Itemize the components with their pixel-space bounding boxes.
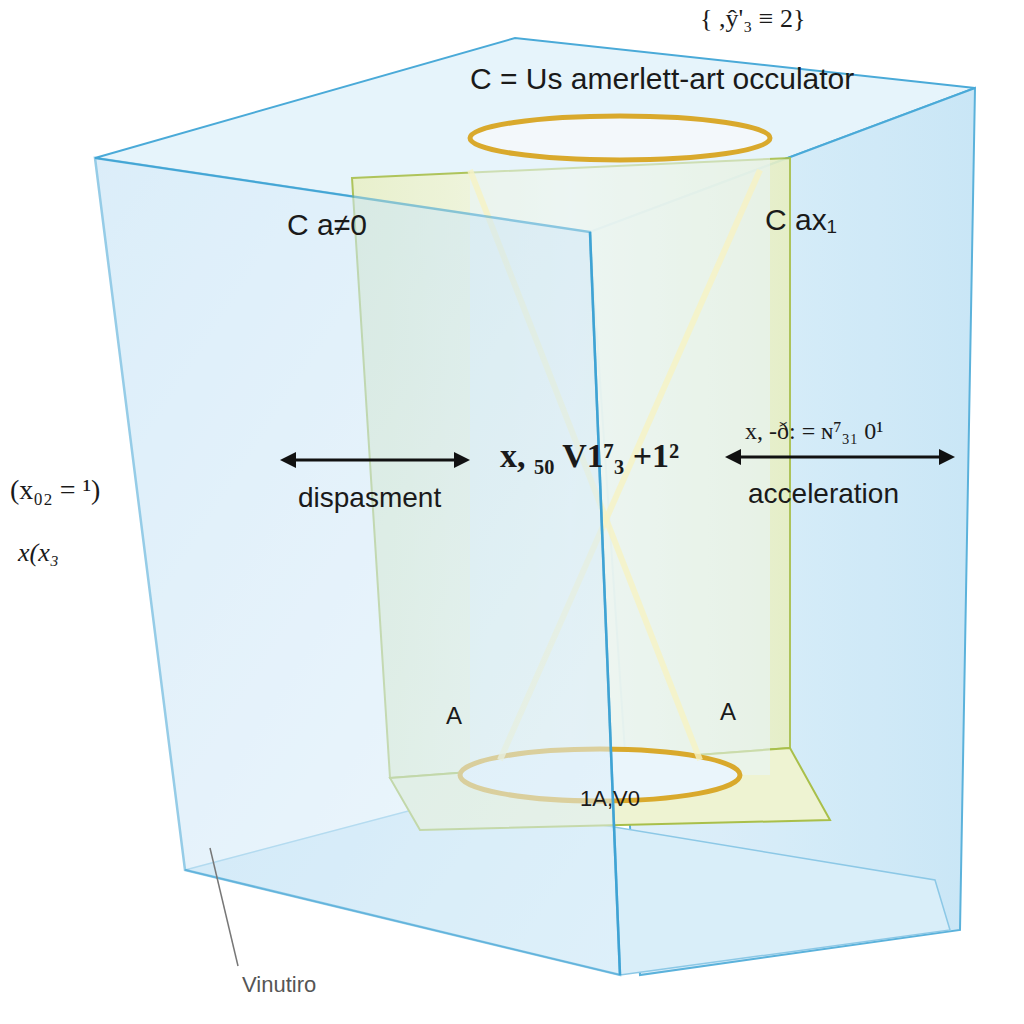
- annotation-label: Vinutiro: [242, 972, 316, 997]
- annotation-label: { ,ŷ'₃ ≡ 2}: [700, 4, 805, 34]
- annotation-label: A: [720, 698, 736, 726]
- displacement-arrow: [290, 459, 460, 462]
- annotation-label: (x₀₂ = ¹): [10, 474, 100, 506]
- arrow-head: [454, 452, 470, 468]
- cylinder-top: [470, 116, 770, 160]
- annotation-label: C a≠0: [287, 208, 367, 243]
- prism-left-face: [95, 158, 620, 975]
- annotation-label: A: [446, 702, 462, 730]
- annotation-label: 1A,V0: [580, 786, 640, 811]
- leader-line: [210, 848, 238, 966]
- arrow-head: [939, 449, 955, 465]
- annotation-label: x, ₅₀ V1⁷₃ +1²: [500, 436, 679, 475]
- annotation-label: x, -ð: = ɴ⁷₃₁ 0¹: [745, 418, 883, 446]
- prism-front-edge: [590, 232, 620, 975]
- acceleration-arrow: [735, 456, 945, 459]
- annotation-label: C ax₁: [765, 203, 837, 238]
- annotation-label: acceleration: [748, 478, 899, 510]
- annotation-label: x(x₃: [18, 538, 59, 568]
- arrow-head: [280, 452, 296, 468]
- arrow-head: [725, 449, 741, 465]
- annotation-label: dispasment: [298, 482, 441, 514]
- diagram-title: C = Us amerlett-art occulator: [470, 62, 854, 96]
